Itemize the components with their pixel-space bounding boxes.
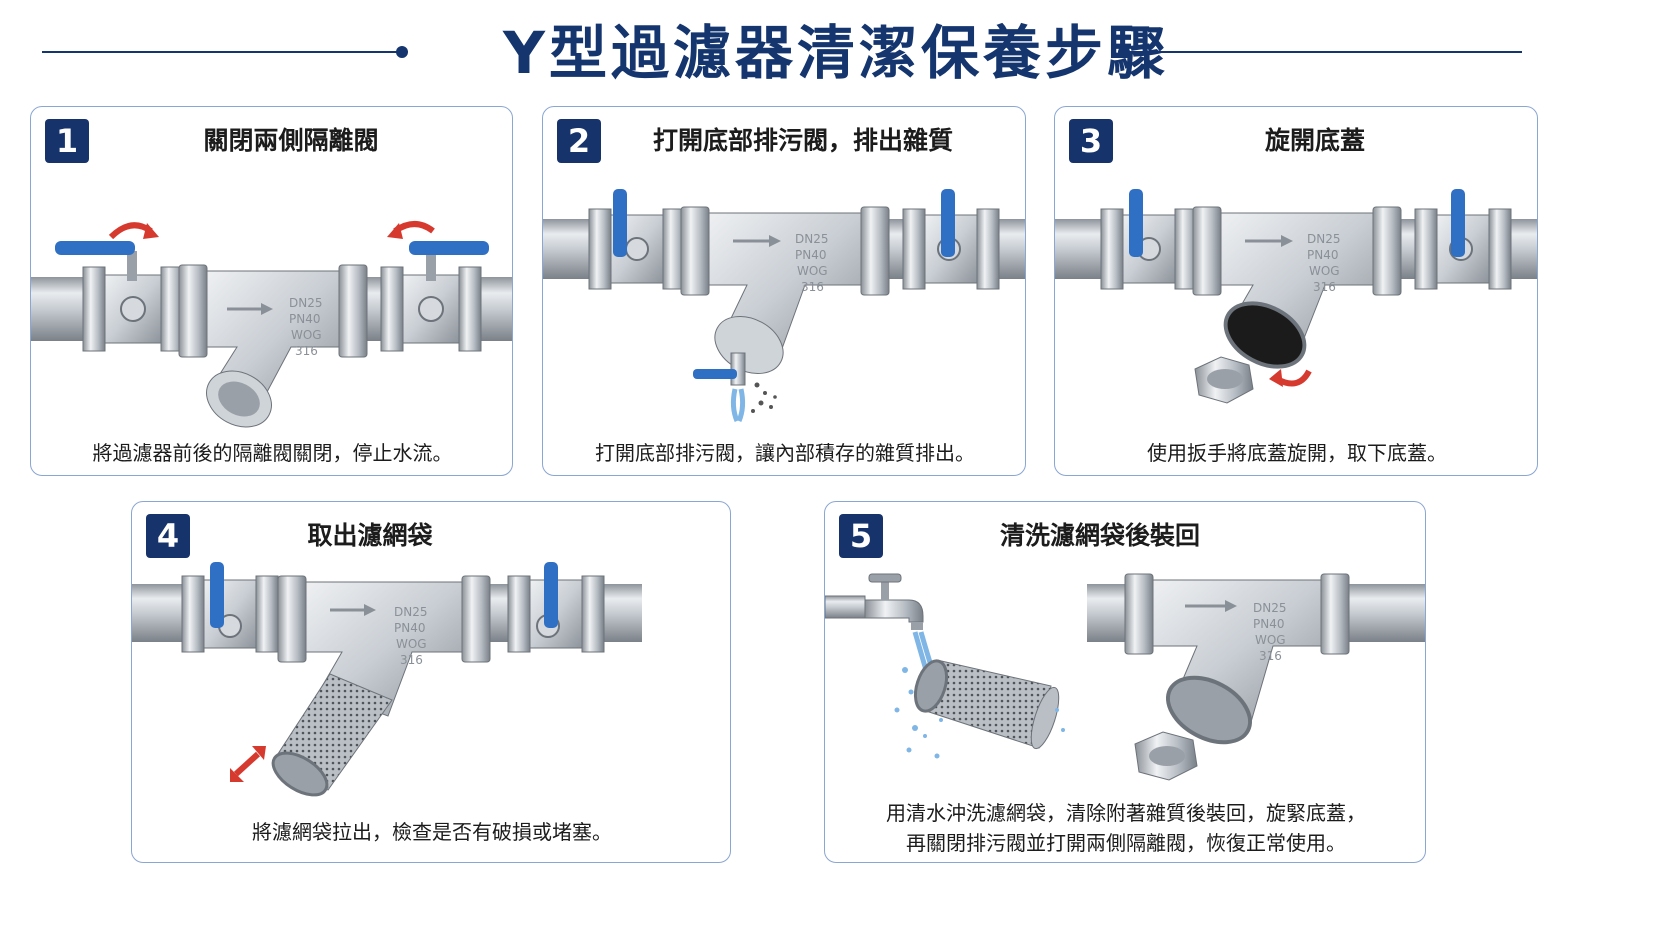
step-1-caption: 將過濾器前後的隔離閥關閉，停止水流。	[92, 441, 453, 465]
header-dot-left	[396, 46, 408, 58]
faucet-icon	[825, 573, 924, 630]
svg-text:316: 316	[801, 280, 824, 294]
step-5-caption-line-2: 再關閉排污閥並打開兩側隔離閥，恢復正常使用。	[906, 831, 1346, 855]
y-strainer: DN25 PN40 WOG 316	[1192, 206, 1402, 369]
filter-screen	[913, 659, 1060, 750]
step-4-badge: 4	[146, 514, 190, 558]
svg-text:PN40: PN40	[394, 621, 425, 635]
step-3-badge: 3	[1069, 119, 1113, 163]
step-3-panel: 3 旋開底蓋 DN25 PN40 WOG 316	[1054, 106, 1538, 476]
header-dot-right	[1118, 46, 1130, 58]
step-5-caption: 用清水沖洗濾網袋，清除附著雜質後裝回，旋緊底蓋， 再關閉排污閥並打開兩側隔離閥，…	[825, 798, 1425, 858]
step-2-illustration: DN25 PN40 WOG 316	[543, 189, 1025, 422]
svg-text:PN40: PN40	[795, 248, 826, 262]
svg-text:DN25: DN25	[1307, 232, 1341, 246]
svg-text:316: 316	[1313, 280, 1336, 294]
left-isolation-valve	[588, 189, 686, 290]
svg-text:WOG: WOG	[291, 328, 322, 342]
right-isolation-valve	[380, 241, 489, 352]
right-valve-handle	[544, 562, 558, 628]
step-5-caption-line-1: 用清水沖洗濾網袋，清除附著雜質後裝回，旋緊底蓋，	[886, 801, 1366, 825]
svg-text:WOG: WOG	[396, 637, 427, 651]
y-strainer: DN25 PN40 WOG 316	[680, 206, 890, 375]
left-isolation-valve	[55, 241, 184, 352]
right-isolation-valve	[902, 189, 1000, 290]
step-3-illustration: DN25 PN40 WOG 316	[1055, 189, 1537, 404]
svg-text:DN25: DN25	[1253, 601, 1287, 615]
step-5-title: 清洗濾網袋後裝回	[999, 521, 1200, 550]
svg-text:PN40: PN40	[1253, 617, 1284, 631]
step-1-illustration: DN25 PN40 WOG 316	[31, 221, 512, 428]
svg-text:PN40: PN40	[289, 312, 320, 326]
header-line-right	[1126, 51, 1522, 53]
svg-text:DN25: DN25	[394, 605, 428, 619]
svg-text:WOG: WOG	[797, 264, 828, 278]
step-3-title: 旋開底蓋	[1264, 126, 1365, 155]
svg-text:DN25: DN25	[795, 232, 829, 246]
step-4-panel: 4 取出濾網袋 DN25 PN40 WOG 316	[131, 501, 731, 863]
right-isolation-valve	[1414, 189, 1512, 290]
step-2-title: 打開底部排污閥，排出雜質	[652, 126, 953, 155]
left-valve-handle	[210, 562, 224, 628]
svg-text:316: 316	[400, 653, 423, 667]
step-5-badge: 5	[839, 514, 883, 558]
page-title: Y型過濾器清潔保養步驟	[503, 19, 1169, 87]
y-strainer: DN25 PN40 WOG 316	[1087, 573, 1425, 745]
step-4-caption: 將濾網袋拉出，檢查是否有破損或堵塞。	[252, 820, 612, 844]
pull-arrow-icon	[230, 746, 266, 782]
left-valve-handle	[1129, 189, 1143, 257]
left-valve-handle	[613, 189, 627, 257]
water-stream-icon	[730, 388, 746, 422]
left-isolation-valve	[1100, 189, 1198, 290]
svg-text:PN40: PN40	[1307, 248, 1338, 262]
step-5-panel: 5 清洗濾網袋後裝回 DN25 PN40	[824, 501, 1426, 863]
drain-valve	[693, 352, 746, 386]
open-strainer-bore	[1223, 301, 1307, 369]
filter-screen	[271, 673, 393, 797]
svg-text:WOG: WOG	[1309, 264, 1340, 278]
step-4-title: 取出濾網袋	[307, 521, 433, 550]
right-valve-handle	[941, 189, 955, 257]
right-valve-handle	[409, 241, 489, 255]
step-1-panel: 1 關閉兩側隔離閥 DN25 PN40	[30, 106, 513, 476]
svg-text:316: 316	[295, 344, 318, 358]
bottom-cap	[1134, 731, 1198, 781]
step-2-badge: 2	[557, 119, 601, 163]
right-isolation-valve	[507, 562, 605, 653]
step-5-illustration: DN25 PN40 WOG 316	[825, 573, 1425, 781]
body-marking: DN25	[289, 296, 323, 310]
bottom-cap	[1194, 356, 1254, 404]
svg-text:316: 316	[1259, 649, 1282, 663]
step-1-badge: 1	[45, 119, 89, 163]
step-1-title: 關閉兩側隔離閥	[203, 126, 379, 155]
y-strainer: DN25 PN40 WOG 316	[277, 575, 491, 717]
left-isolation-valve	[181, 562, 279, 653]
step-3-caption: 使用扳手將底蓋旋開，取下底蓋。	[1147, 441, 1447, 465]
y-strainer: DN25 PN40 WOG 316	[178, 264, 368, 428]
step-4-illustration: DN25 PN40 WOG 316	[132, 562, 642, 797]
header-line-left	[42, 51, 402, 53]
step-2-panel: 2 打開底部排污閥，排出雜質 DN25 PN40 WOG	[542, 106, 1026, 476]
left-valve-handle	[55, 241, 135, 255]
svg-text:WOG: WOG	[1255, 633, 1286, 647]
step-2-caption: 打開底部排污閥，讓內部積存的雜質排出。	[595, 441, 975, 465]
right-valve-handle	[1451, 189, 1465, 257]
